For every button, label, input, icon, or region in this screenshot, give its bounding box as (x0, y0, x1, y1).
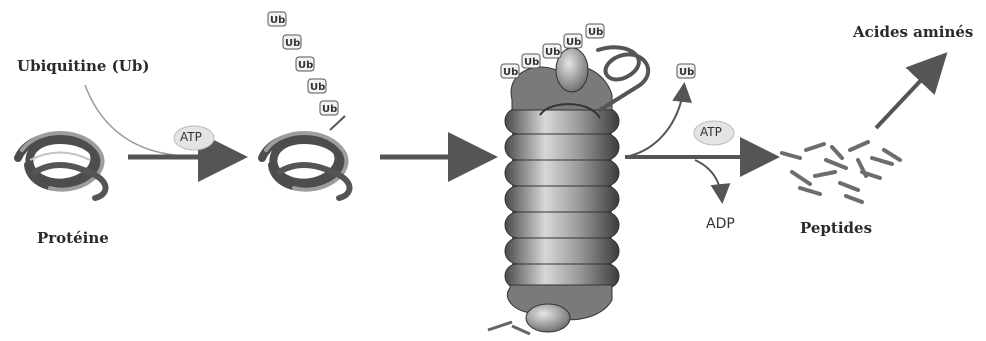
ub-tag: Ub (298, 60, 313, 71)
arrow-release (625, 86, 772, 200)
ub-tag: Ub (285, 38, 300, 49)
amino-acids-label: Acides aminés (853, 23, 973, 41)
protein-coil-illustration (18, 133, 106, 198)
atp-label-2: ATP (700, 125, 722, 139)
ub-tag: Ub (588, 27, 603, 38)
tagged-protein-coil (262, 116, 350, 198)
released-ub: Ub (677, 64, 695, 78)
ub-tag: Ub (524, 57, 539, 68)
protein-label: Protéine (37, 229, 109, 247)
peptides-label: Peptides (800, 219, 872, 237)
peptides-cluster (782, 142, 900, 202)
ub-tag: Ub (545, 47, 560, 58)
ub-tag: Ub (566, 37, 581, 48)
ubiquitin-join-curve (85, 85, 175, 155)
atp-label-1: ATP (180, 130, 202, 144)
ub-tag: Ub (503, 67, 518, 78)
arrow-to-amino-acids (876, 58, 942, 128)
ubiquitin-label: Ubiquitine (Ub) (17, 57, 149, 75)
ub-tag: Ub (322, 104, 337, 115)
ub-tag: Ub (270, 15, 285, 26)
ub-tag: Ub (310, 82, 325, 93)
ub-chain-1: Ub Ub Ub Ub Ub (268, 12, 338, 115)
adp-label: ADP (706, 216, 735, 232)
proteasome-illustration (488, 48, 619, 334)
ub-tag: Ub (679, 67, 694, 78)
